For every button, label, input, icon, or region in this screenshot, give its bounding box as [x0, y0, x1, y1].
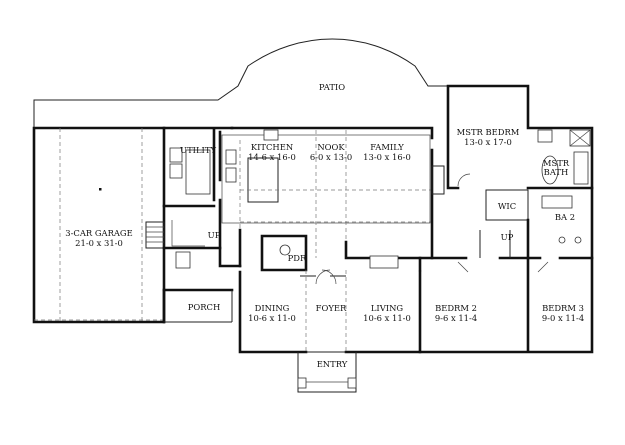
label-master-bath-2: BATH	[544, 167, 569, 177]
label-dining: DINING	[255, 303, 290, 313]
label-pdr: PDR	[288, 253, 307, 263]
label-master-bedroom: MSTR BEDRM	[457, 127, 520, 137]
label-bedroom2-dims: 9-6 x 11-4	[435, 313, 477, 323]
bedroom-wing	[418, 230, 594, 354]
bath2-area	[526, 186, 594, 260]
garage-stairs	[145, 221, 165, 249]
label-wic: WIC	[498, 201, 516, 211]
label-patio: PATIO	[319, 82, 345, 92]
label-nook-dims: 6-0 x 13-0	[310, 152, 352, 162]
label-bedroom3: BEDRM 3	[542, 303, 584, 313]
garage-area	[32, 126, 166, 324]
label-utility: UTILITY	[180, 145, 216, 155]
label-bedroom2: BEDRM 2	[435, 303, 477, 313]
entry-porch	[297, 352, 357, 393]
label-porch: PORCH	[188, 302, 221, 312]
label-entry: ENTRY	[317, 359, 348, 369]
master-suite	[446, 84, 594, 221]
label-garage: 3-CAR GARAGE	[65, 228, 132, 238]
label-kitchen: KITCHEN	[251, 142, 293, 152]
great-room-area	[218, 126, 445, 268]
porch-area	[162, 288, 233, 324]
label-kitchen-dims: 14-6 x 16-0	[248, 152, 296, 162]
label-master-bath: MSTR	[543, 158, 570, 168]
label-dining-dims: 10-6 x 11-0	[248, 313, 296, 323]
label-living-dims: 10-6 x 11-0	[363, 313, 411, 323]
label-master-bedroom-dims: 13-0 x 17-0	[464, 137, 512, 147]
label-family: FAMILY	[370, 142, 404, 152]
room-labels: PATIO 3-CAR GARAGE 21-0 x 31-0 UTILITY K…	[65, 82, 584, 369]
label-living: LIVING	[371, 303, 404, 313]
label-nook: NOOK	[317, 142, 345, 152]
utility-area	[162, 126, 234, 292]
label-stair-up-utility: UP	[208, 230, 221, 240]
label-bedroom3-dims: 9-0 x 11-4	[542, 313, 584, 323]
label-stair-up-hall: UP	[501, 232, 514, 242]
hall-area	[238, 228, 422, 272]
label-garage-dims: 21-0 x 31-0	[75, 238, 123, 248]
label-ba2: BA 2	[555, 212, 575, 222]
label-family-dims: 13-0 x 16-0	[363, 152, 411, 162]
label-foyer: FOYER	[316, 303, 347, 313]
patio-outline	[33, 38, 449, 128]
